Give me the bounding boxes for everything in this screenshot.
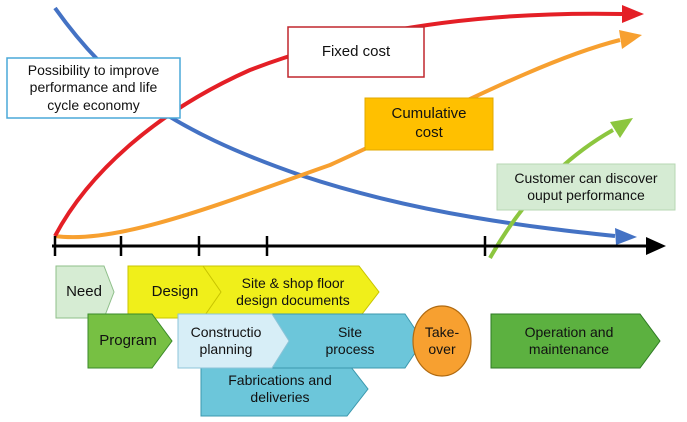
operation-phase <box>490 313 661 369</box>
customer-label: Customer can discover ouput performance <box>514 169 658 204</box>
site-process-label: Site process <box>325 323 375 358</box>
need-phase <box>55 265 115 319</box>
cumulative-cost-box <box>364 97 494 151</box>
fixed-cost-arrowhead <box>622 5 644 23</box>
fabrications-label: Fabrications and deliveries <box>228 371 332 406</box>
construction-label: Constructio planning <box>190 323 262 358</box>
possibility-box <box>6 57 181 119</box>
program-label: Program <box>99 331 157 349</box>
customer-arrowhead <box>610 118 633 138</box>
design-label: Design <box>151 282 199 300</box>
fixed-cost-curve <box>53 11 623 237</box>
operation-label: Operation and maintenance <box>524 323 614 358</box>
site-shop-label: Site & shop floor design documents <box>236 274 350 309</box>
cumulative-cost-label: Cumulative cost <box>391 105 467 141</box>
time-axis-arrowhead <box>646 237 666 255</box>
need-label: Need <box>66 282 102 300</box>
cumulative-cost-arrowhead <box>619 30 642 49</box>
takeover-phase <box>412 305 472 377</box>
construction-phase <box>177 313 290 369</box>
cumulative-cost-curve <box>54 38 621 240</box>
possibility-label: Possibility to improve performance and l… <box>27 61 160 113</box>
customer-box <box>496 163 676 211</box>
takeover-label: Take- over <box>424 323 460 358</box>
program-phase <box>87 313 173 369</box>
fixed-cost-label: Fixed cost <box>321 42 391 60</box>
design-phase <box>127 265 222 319</box>
possibility-arrowhead <box>615 228 637 245</box>
fixed-cost-box <box>287 26 425 78</box>
